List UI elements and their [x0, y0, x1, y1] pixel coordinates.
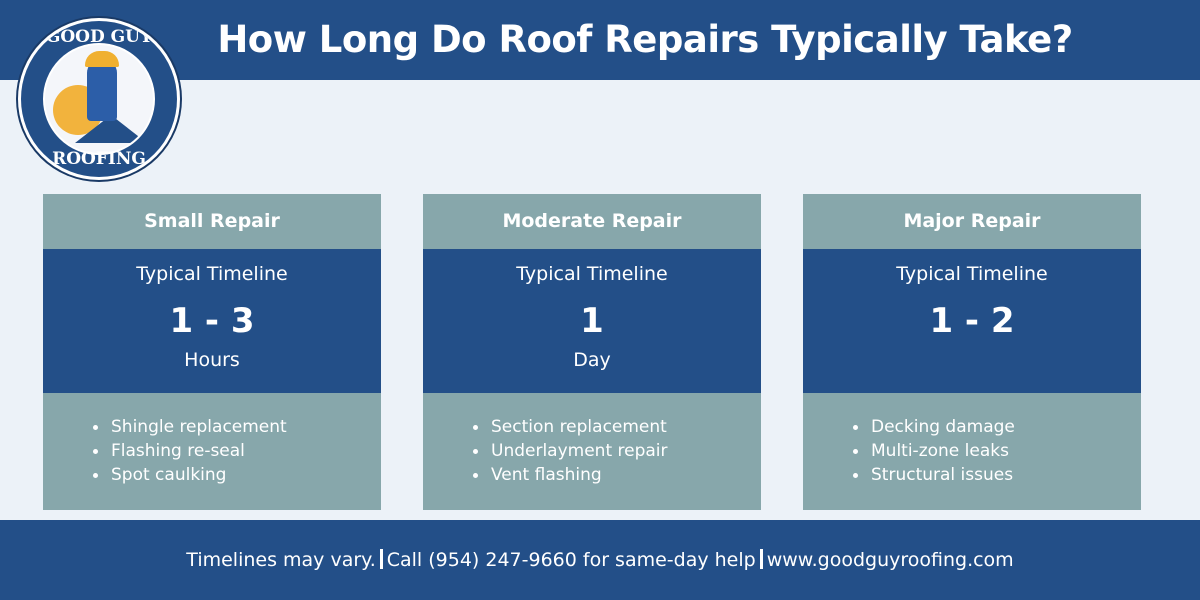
card-major-repair: Major Repair Typical Timeline 1 - 2 Deck…	[803, 194, 1141, 510]
card-examples: Shingle replacement Flashing re-seal Spo…	[43, 393, 381, 510]
list-item: Spot caulking	[93, 463, 381, 487]
card-timeline: Typical Timeline 1 - 2	[803, 249, 1141, 393]
list-item: Shingle replacement	[93, 415, 381, 439]
header-bar	[0, 0, 1200, 80]
card-timeline: Typical Timeline 1 Day	[423, 249, 761, 393]
hardhat-icon	[85, 51, 119, 67]
list-item: Vent flashing	[473, 463, 761, 487]
card-title: Moderate Repair	[423, 194, 761, 249]
company-logo: GOOD GUY ROOFING	[18, 18, 180, 180]
page-title: How Long Do Roof Repairs Typically Take?	[217, 18, 1073, 61]
footer-phone[interactable]: Call (954) 247-9660 for same-day help	[386, 549, 756, 571]
card-small-repair: Small Repair Typical Timeline 1 - 3 Hour…	[43, 194, 381, 510]
list-item: Decking damage	[853, 415, 1141, 439]
divider	[379, 549, 383, 569]
list-item: Multi-zone leaks	[853, 439, 1141, 463]
timeline-label: Typical Timeline	[896, 263, 1048, 285]
card-title: Major Repair	[803, 194, 1141, 249]
timeline-unit: Hours	[184, 349, 240, 371]
footer-note: Timelines may vary.	[186, 549, 376, 571]
card-examples: Section replacement Underlayment repair …	[423, 393, 761, 510]
card-title: Small Repair	[43, 194, 381, 249]
card-examples: Decking damage Multi-zone leaks Structur…	[803, 393, 1141, 510]
list-item: Underlayment repair	[473, 439, 761, 463]
timeline-unit	[803, 345, 1141, 375]
logo-bottom-text: ROOFING	[52, 149, 146, 169]
timeline-value: 1	[580, 301, 604, 341]
list-item: Flashing re-seal	[93, 439, 381, 463]
list-item: Structural issues	[853, 463, 1141, 487]
timeline-value: 1 - 2	[929, 301, 1015, 341]
footer-website-link[interactable]: www.goodguyroofing.com	[766, 549, 1014, 571]
timeline-label: Typical Timeline	[136, 263, 288, 285]
logo-emblem	[43, 43, 155, 155]
list-item: Section replacement	[473, 415, 761, 439]
timeline-unit: Day	[573, 349, 611, 371]
card-timeline: Typical Timeline 1 - 3 Hours	[43, 249, 381, 393]
divider	[759, 549, 763, 569]
timeline-label: Typical Timeline	[516, 263, 668, 285]
card-moderate-repair: Moderate Repair Typical Timeline 1 Day S…	[423, 194, 761, 510]
roofer-mascot-icon	[87, 59, 117, 121]
logo-top-text: GOOD GUY	[45, 27, 153, 47]
footer-bar: Timelines may vary. Call (954) 247-9660 f…	[0, 520, 1200, 600]
timeline-value: 1 - 3	[169, 301, 255, 341]
